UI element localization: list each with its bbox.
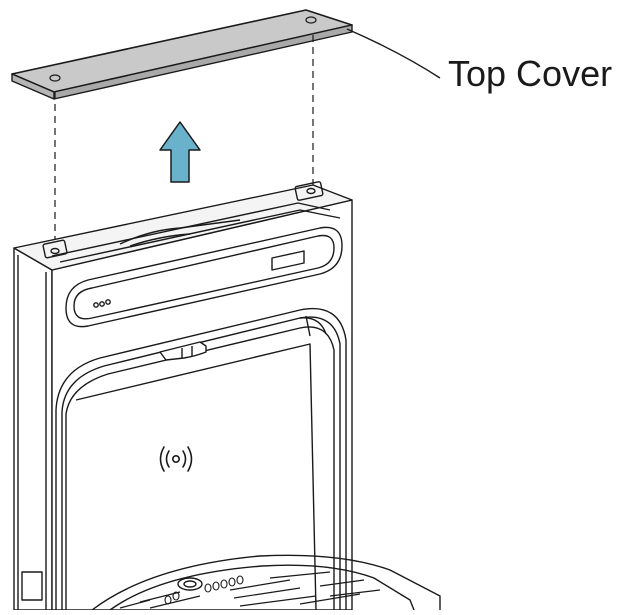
callout-leader-line — [346, 28, 441, 79]
side-slot — [21, 571, 43, 601]
screw-hole-left — [49, 74, 61, 82]
dispense-nozzle — [159, 341, 207, 361]
top-cover-label: Top Cover — [448, 53, 613, 94]
top-cover — [11, 9, 353, 100]
dispense-alcove — [55, 308, 347, 610]
wireless-sensor-icon — [159, 446, 193, 472]
drip-tray — [91, 554, 441, 611]
indicator-lights — [93, 299, 111, 308]
alignment-guides — [54, 35, 314, 245]
display-window — [271, 250, 305, 271]
control-panel — [65, 226, 343, 328]
up-arrow-icon — [159, 121, 201, 183]
appliance-body — [13, 181, 441, 611]
screw-hole-right — [305, 16, 317, 24]
